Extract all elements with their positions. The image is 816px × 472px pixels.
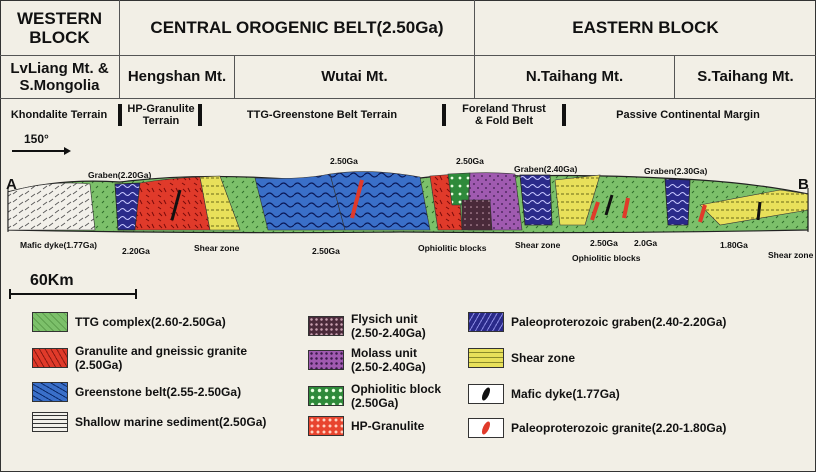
legend-item: Shear zone [468,348,575,368]
label-ophiolitic-1: Ophiolitic blocks [418,243,487,253]
label-age-180: 1.80Ga [720,240,748,250]
legend-item: Molass unit (2.50-2.40Ga) [308,346,426,374]
legend-swatch-granulite [32,348,68,368]
legend-label: Greenstone belt(2.55-2.50Ga) [75,385,242,399]
legend-swatch-granite [468,418,504,438]
legend-item: Shallow marine sediment(2.50Ga) [32,412,266,432]
region-wutai: Wutai Mt. [235,55,475,98]
label-age-220: 2.20Ga [122,246,150,256]
legend-item: Granulite and gneissic granite (2.50Ga) [32,344,247,372]
central-belt-label: CENTRAL OROGENIC BELT(2.50Ga) [120,0,475,55]
terrain-row: Khondalite Terrain HP-Granulite Terrain … [0,98,816,132]
legend-item: Paleoproterozoic granite(2.20-1.80Ga) [468,418,726,438]
terrain-divider [118,104,122,126]
legend-item: Flysich unit (2.50-2.40Ga) [308,312,426,340]
legend-swatch-shallow-marine [32,412,68,432]
legend-swatch-ophiolitic [308,386,344,406]
terrain-divider [562,104,566,126]
legend-label: Molass unit (2.50-2.40Ga) [351,346,426,374]
legend-swatch-mafic-dyke [468,384,504,404]
eastern-block-label: EASTERN BLOCK [572,18,719,37]
legend-item: TTG complex(2.60-2.50Ga) [32,312,226,332]
terrain-khondalite: Khondalite Terrain [10,109,108,121]
label-ophiolitic-2: Ophiolitic blocks [572,253,641,263]
legend-label: Paleoproterozoic graben(2.40-2.20Ga) [511,315,727,329]
legend-label: Granulite and gneissic granite (2.50Ga) [75,344,248,372]
label-mafic-dyke: Mafic dyke(1.77Ga) [20,240,98,250]
region-lvliang: LvLiang Mt. & S.Mongolia [0,55,120,98]
label-shear-zone-2: Shear zone [515,240,561,250]
section-end-a: A [6,176,17,193]
legend-label: HP-Granulite [351,419,425,433]
western-block-label: WESTERN BLOCK [0,0,120,55]
label-shear-zone-1: Shear zone [194,243,240,253]
legend-swatch-flysch [308,316,344,336]
legend-label: Mafic dyke(1.77Ga) [511,387,620,401]
cross-section [7,171,809,234]
legend-item: Mafic dyke(1.77Ga) [468,384,620,404]
legend-item: Ophiolitic block (2.50Ga) [308,382,441,410]
terrain-divider [198,104,202,126]
legend-label: Flysich unit (2.50-2.40Ga) [351,312,426,340]
region-hengshan: Hengshan Mt. [120,55,235,98]
legend-label: Paleoproterozoic granite(2.20-1.80Ga) [511,421,727,435]
terrain-hp-granulite: HP-Granulite Terrain [127,103,195,127]
section-end-b: B [798,176,809,193]
legend-item: HP-Granulite [308,416,424,436]
label-shear-zone-3: Shear zone [768,250,814,260]
header-row: WESTERN BLOCK CENTRAL OROGENIC BELT(2.50… [0,0,816,56]
label-age-250-bottom: 2.50Ga [312,246,340,256]
direction-arrow-icon [12,147,71,155]
terrain-foreland: Foreland Thrust & Fold Belt [462,103,546,127]
label-graben-220: Graben(2.20Ga) [88,170,152,180]
terrain-passive-margin: Passive Continental Margin [616,109,760,121]
region-s-taihang: S.Taihang Mt. [697,68,794,85]
scale-label: 60Km [30,272,74,289]
terrain-divider [442,104,446,126]
legend-label: TTG complex(2.60-2.50Ga) [75,315,226,329]
label-graben-240: Graben(2.40Ga) [514,164,578,174]
label-age-250-top2: 2.50Ga [456,156,484,166]
legend-item: Greenstone belt(2.55-2.50Ga) [32,382,241,402]
legend-swatch-graben [468,312,504,332]
region-row: LvLiang Mt. & S.Mongolia Hengshan Mt. Wu… [0,55,816,99]
legend-swatch-ttg [32,312,68,332]
scale-bar [9,289,137,299]
legend-swatch-hp-granulite [308,416,344,436]
legend-item: Paleoproterozoic graben(2.40-2.20Ga) [468,312,726,332]
label-age-20: 2.0Ga [634,238,658,248]
terrain-ttg-greenstone: TTG-Greenstone Belt Terrain [246,109,398,121]
label-age-250-b: 2.50Ga [590,238,618,248]
legend-swatch-greenstone [32,382,68,402]
legend: TTG complex(2.60-2.50Ga) Granulite and g… [0,300,816,472]
legend-label: Ophiolitic block (2.50Ga) [351,382,442,410]
legend-swatch-molass [308,350,344,370]
region-n-taihang: N.Taihang Mt. [475,55,675,98]
legend-label: Shear zone [511,351,576,365]
legend-label: Shallow marine sediment(2.50Ga) [75,415,267,429]
label-age-250-top: 2.50Ga [330,156,358,166]
label-graben-230: Graben(2.30Ga) [644,166,708,176]
legend-swatch-shear-zone [468,348,504,368]
direction-label: 150° [24,132,49,146]
